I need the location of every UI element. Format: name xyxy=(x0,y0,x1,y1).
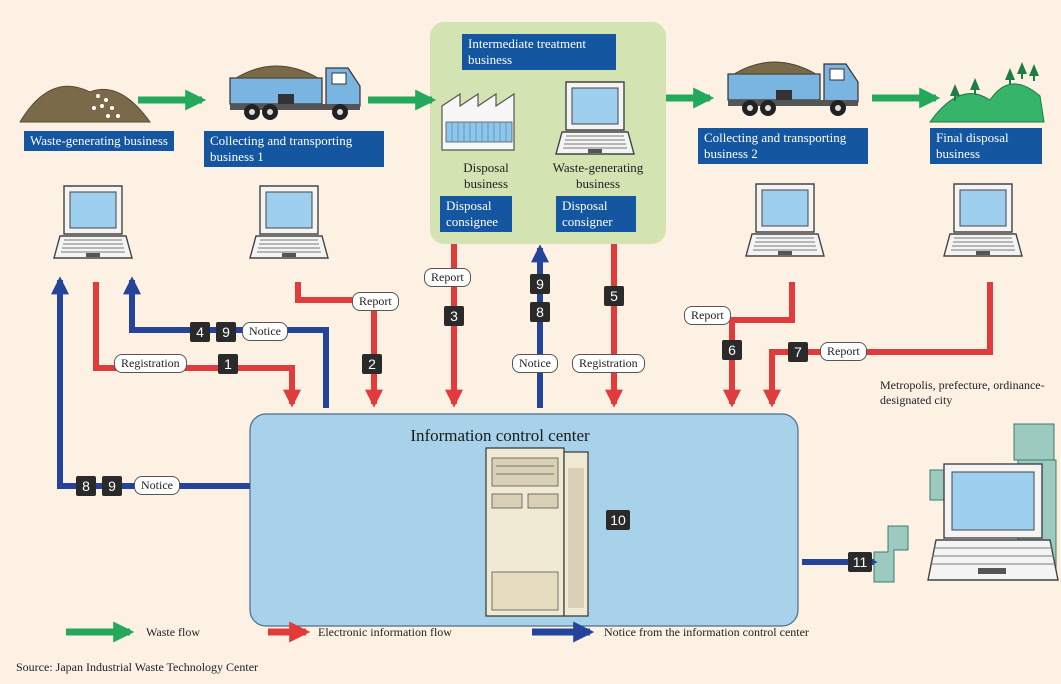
waste-generating-label: Waste-generating business xyxy=(24,131,174,151)
legend-waste-flow: Waste flow xyxy=(146,625,201,639)
laptop-final-disposal-icon xyxy=(943,183,1023,257)
registration-label-1: Registration xyxy=(114,354,187,373)
step-badge-10: 10 xyxy=(606,510,630,530)
step-badge-6: 6 xyxy=(722,340,742,360)
legend-notice-flow: Notice from the information control cent… xyxy=(604,625,809,639)
final-disposal-label: Final disposal business xyxy=(930,128,1042,164)
step-badge-9b: 9 xyxy=(102,476,122,496)
info-center-title: Information control center xyxy=(410,426,590,445)
step-badge-8a: 8 xyxy=(76,476,96,496)
notice-label-8-9: Notice xyxy=(134,476,180,495)
source-note: Source: Japan Industrial Waste Technolog… xyxy=(16,660,259,674)
treatment-area-panel xyxy=(430,22,666,244)
laptop-transport-2-icon xyxy=(745,183,825,257)
step-badge-1: 1 xyxy=(218,354,238,374)
step-badge-2: 2 xyxy=(362,354,382,374)
step-badge-4: 4 xyxy=(190,322,210,342)
authority-laptop-icon xyxy=(927,463,1059,581)
disposal-consignee-label: Disposal consignee xyxy=(440,196,512,232)
truck-1-icon xyxy=(229,65,361,121)
laptop-waste-generating-inner-icon xyxy=(555,81,635,155)
registration-label-5: Registration xyxy=(572,354,645,373)
report-label-6: Report xyxy=(684,306,731,325)
report-label-7: Report xyxy=(820,342,867,361)
step-badge-9c: 9 xyxy=(530,274,550,294)
legend-info-flow: Electronic information flow xyxy=(318,625,452,639)
step-badge-9a: 9 xyxy=(216,322,236,342)
intermediate-label: Intermediate treatment business xyxy=(462,34,616,70)
factory-icon xyxy=(441,92,515,151)
server-icon xyxy=(485,447,589,617)
report-label-2: Report xyxy=(352,292,399,311)
laptop-waste-generating-icon xyxy=(53,185,133,259)
step-badge-5: 5 xyxy=(604,286,624,306)
waste-generating-inner-label: Waste-generating business xyxy=(552,160,644,191)
notice-label-9-8: Notice xyxy=(512,354,558,373)
waste-flow-arrows xyxy=(138,87,941,111)
authority-label: Metropolis, prefecture, ordinance-design… xyxy=(880,378,1045,407)
step-badge-11: 11 xyxy=(848,552,872,572)
step-badge-3: 3 xyxy=(444,306,464,326)
step-badge-7: 7 xyxy=(788,342,808,362)
waste-pile-icon xyxy=(19,85,151,123)
step-badge-8b: 8 xyxy=(530,302,550,322)
truck-2-icon xyxy=(727,61,859,117)
report-label-3: Report xyxy=(424,268,471,287)
laptop-transport-1-icon xyxy=(249,185,329,259)
transport-1-label: Collecting and transporting business 1 xyxy=(204,131,384,167)
landfill-icon xyxy=(929,62,1045,123)
disposal-consigner-label: Disposal consigner xyxy=(556,196,636,232)
disposal-business-label: Disposal business xyxy=(463,160,509,191)
notice-label-4-9: Notice xyxy=(242,322,288,341)
transport-2-label: Collecting and transporting business 2 xyxy=(698,128,868,164)
